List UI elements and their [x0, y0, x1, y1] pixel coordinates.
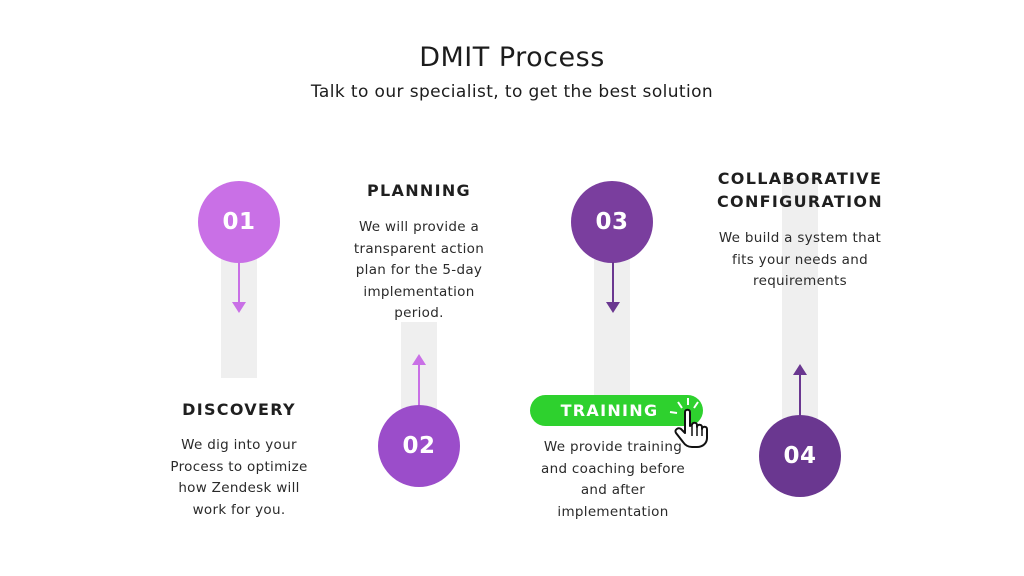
step-4-heading: COLLABORATIVE CONFIGURATION: [717, 169, 883, 211]
step-2-description: We will provide a transparent action pla…: [353, 219, 485, 321]
step-1-heading: DISCOVERY: [182, 400, 296, 419]
step-1-number: 01: [222, 209, 256, 235]
step-2-number: 02: [402, 433, 436, 459]
step-4-number-circle: 04: [759, 415, 841, 497]
step-3-number-circle: 03: [571, 181, 653, 263]
step-2-heading: PLANNING: [367, 181, 471, 200]
step-3-description: We provide training and coaching before …: [541, 439, 685, 520]
step-1-description: We dig into your Process to optimize how…: [170, 437, 308, 518]
step-3-number: 03: [595, 209, 629, 235]
training-button-label: TRAINING: [560, 401, 659, 420]
training-button[interactable]: TRAINING: [530, 395, 703, 426]
hand-pointer-click-icon: [669, 398, 708, 448]
step-4-description: We build a system that fits your needs a…: [718, 230, 882, 289]
arrow-up-icon: [793, 364, 807, 416]
step-2-number-circle: 02: [378, 405, 460, 487]
step-1-number-circle: 01: [198, 181, 280, 263]
arrow-down-icon: [606, 262, 620, 313]
arrow-up-icon: [412, 354, 426, 406]
step-4-number: 04: [783, 443, 817, 469]
page-subtitle: Talk to our specialist, to get the best …: [310, 82, 714, 102]
arrow-down-icon: [232, 262, 246, 313]
page-title: DMIT Process: [419, 42, 605, 73]
